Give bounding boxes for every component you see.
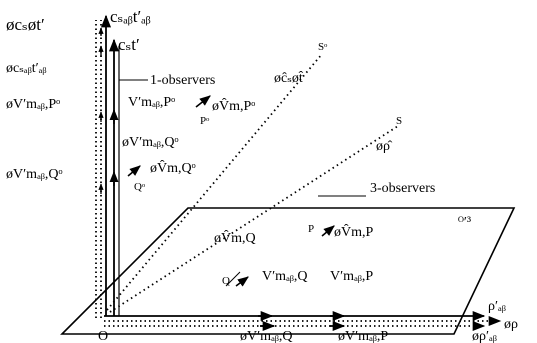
worldline-so — [106, 53, 323, 311]
label-v-qo-up: øV′mₐᵦ,Qᵒ — [122, 135, 179, 150]
vhat-po-arrow — [195, 95, 211, 108]
vhat-q-arrow — [235, 276, 249, 287]
label-v-p: V′mₐᵦ,P — [330, 269, 373, 284]
worldline-s — [109, 125, 399, 313]
label-p: P — [308, 223, 314, 235]
label-q: Q — [222, 275, 230, 287]
vhat-p-arrow — [321, 225, 335, 237]
label-rho-ab: ρ′ₐᵦ — [488, 299, 506, 314]
label-left-sab: øcₛₐᵦt′ₐᵦ — [6, 61, 46, 76]
vhat-qo-arrow — [127, 165, 141, 177]
label-time-top: cₛₐᵦt′ₐᵦ — [110, 7, 151, 26]
label-v-qo-left: øV′mₐᵦ,Qᵒ — [6, 167, 63, 182]
label-v-q: V′mₐᵦ,Q — [262, 269, 307, 284]
label-time-s: cₛt′ — [118, 35, 140, 54]
label-vhat-po: øV̂m,Pᵒ — [212, 97, 255, 114]
label-so-value: øĉₛøt̂ — [274, 71, 304, 86]
label-v-q-bottom: øV′mₐᵦ,Q — [240, 329, 292, 343]
label-left-top: øcₛøt′ — [6, 15, 45, 34]
label-vhat-qo: øV̂m,Qᵒ — [150, 159, 196, 176]
label-po: Pᵒ — [200, 115, 209, 127]
label-s: S — [396, 115, 402, 127]
label-rho-ab-phi: øρ′ₐᵦ — [472, 329, 497, 343]
label-three-observers: 3-observers — [370, 181, 435, 196]
label-space: ᴼ′³ — [458, 215, 471, 230]
label-v-po-left: øV′mₐᵦ,Pᵒ — [6, 97, 60, 112]
label-so: Sᵒ — [318, 41, 327, 53]
label-vhat-q: øV̂m,Q — [214, 229, 256, 246]
space-plane — [60, 207, 516, 335]
label-origin: O — [98, 329, 108, 343]
label-s-value: øρ̂ — [376, 139, 393, 154]
label-v-po-up: V′mₐᵦ,Pᵒ — [128, 95, 175, 110]
label-vhat-p: øV̂m,P — [334, 223, 374, 240]
label-v-p-bottom: øV′mₐᵦ,P — [338, 329, 388, 343]
label-rho: øρ — [504, 317, 518, 332]
q-leader — [225, 271, 241, 287]
label-qo: Qᵒ — [134, 181, 145, 193]
label-one-observers: 1-observers — [150, 73, 215, 88]
